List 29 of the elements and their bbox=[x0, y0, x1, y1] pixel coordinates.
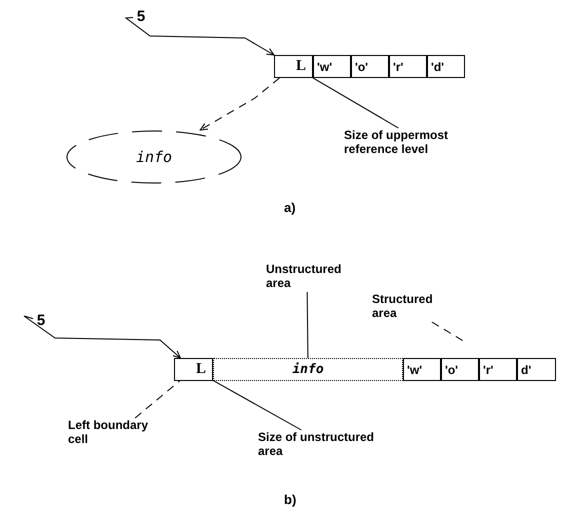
annotation-text: Left boundary cell bbox=[68, 418, 166, 448]
leader-line bbox=[312, 77, 399, 128]
record-cell: 'r' bbox=[389, 55, 427, 78]
record-cell: d' bbox=[517, 358, 556, 381]
record-cell: 'o' bbox=[441, 358, 479, 381]
arrow bbox=[24, 316, 181, 359]
callout-number: 5 bbox=[133, 6, 149, 28]
arrow bbox=[124, 17, 275, 56]
panel-label: a) bbox=[284, 200, 296, 215]
record-cell: info bbox=[213, 358, 403, 381]
record-cell: 'o' bbox=[351, 55, 389, 78]
leader-line bbox=[306, 292, 308, 358]
annotation-text: Size of unstructured area bbox=[258, 430, 398, 460]
record-cell: 'd' bbox=[427, 55, 465, 78]
leader-line bbox=[134, 380, 180, 418]
annotation-text: Structured area bbox=[372, 292, 442, 322]
annotation-text: Unstructured area bbox=[266, 262, 348, 292]
leader-line bbox=[212, 380, 302, 430]
panel-label: b) bbox=[284, 492, 296, 507]
leader-line bbox=[431, 322, 466, 342]
arrow bbox=[200, 78, 280, 131]
annotation-text: Size of uppermost reference level bbox=[344, 128, 504, 158]
boundary-cell: L bbox=[174, 358, 213, 381]
record-cell: 'r' bbox=[479, 358, 517, 381]
record-cell: 'w' bbox=[403, 358, 441, 381]
boundary-cell: L bbox=[274, 55, 313, 78]
record-cell: 'w' bbox=[313, 55, 351, 78]
node-text: info bbox=[136, 148, 172, 166]
callout-number: 5 bbox=[33, 310, 49, 332]
